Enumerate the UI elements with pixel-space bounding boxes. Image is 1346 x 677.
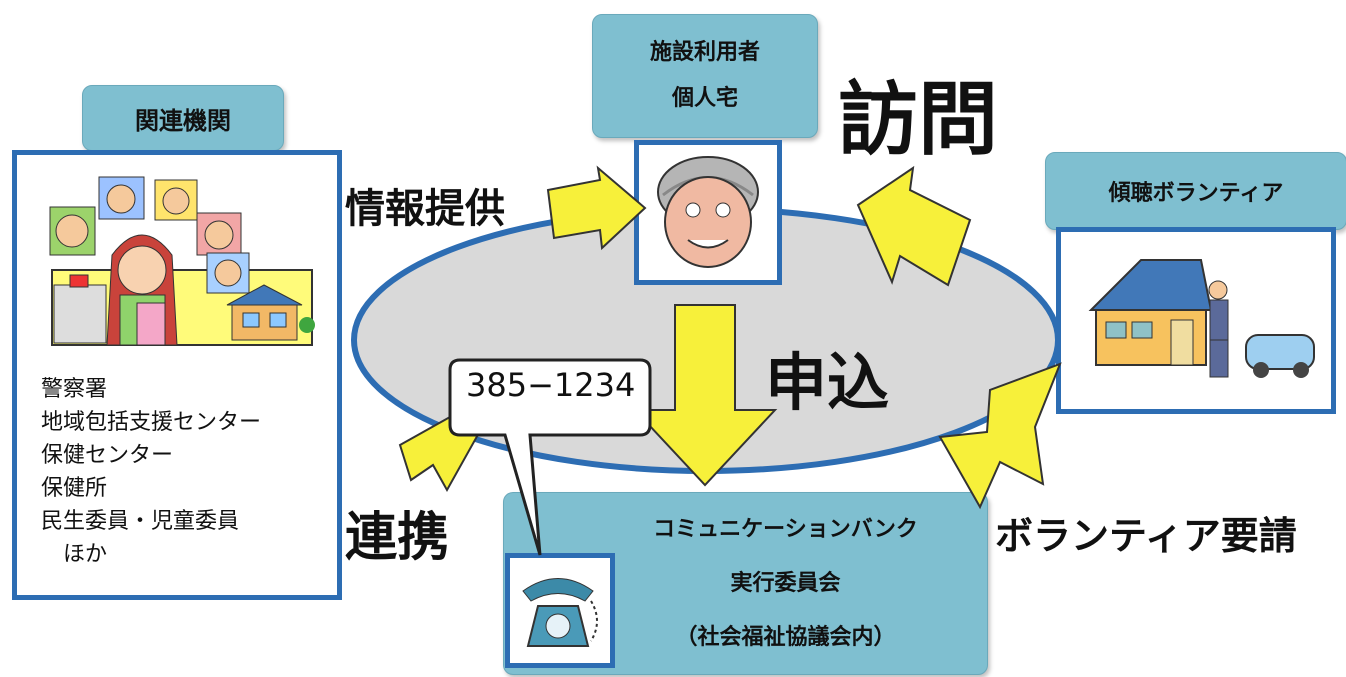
list-item: 民生委員・児童委員 bbox=[41, 509, 240, 534]
related-orgs-title: 関連機関 bbox=[135, 106, 231, 135]
arrow-info bbox=[546, 165, 647, 251]
telephone-icon bbox=[522, 578, 598, 647]
list-item: 保健所 bbox=[41, 476, 108, 501]
related-orgs-panel: 警察署 地域包括支援センター 保健センター 保健所 民生委員・児童委員 ほか bbox=[12, 150, 342, 600]
doctor-group-icon bbox=[49, 176, 315, 346]
info-label: 情報提供 bbox=[345, 186, 505, 232]
list-item: 地域包括支援センター bbox=[41, 410, 262, 435]
arrow-apply bbox=[632, 304, 778, 487]
facility-user-tab: 施設利用者 個人宅 bbox=[592, 14, 818, 138]
telephone-panel bbox=[505, 553, 615, 668]
volunteer-panel bbox=[1056, 227, 1336, 414]
volunteer-tab: 傾聴ボランティア bbox=[1045, 152, 1346, 230]
volunteer-request-label: ボランティア要請 bbox=[995, 514, 1297, 558]
arrow-visit bbox=[856, 165, 972, 287]
facility-user-line1: 施設利用者 bbox=[649, 40, 760, 65]
cooperate-label: 連携 bbox=[345, 508, 450, 568]
bank-line1: コミュニケーションバンク bbox=[653, 516, 918, 542]
list-item: ほか bbox=[41, 542, 108, 567]
arrow-volunteer-request bbox=[938, 362, 1062, 510]
volunteer-title: 傾聴ボランティア bbox=[1108, 181, 1284, 206]
phone-number: 385−1234 bbox=[466, 366, 636, 404]
related-orgs-list: 警察署 地域包括支援センター 保健センター 保健所 民生委員・児童委員 ほか bbox=[41, 373, 261, 571]
phone-bubble bbox=[448, 358, 652, 556]
facility-user-line2: 個人宅 bbox=[671, 86, 738, 111]
elderly-woman-icon bbox=[657, 156, 759, 268]
visit-label: 訪問 bbox=[838, 73, 998, 166]
list-item: 警察署 bbox=[41, 377, 108, 402]
apply-label: 申込 bbox=[765, 346, 890, 419]
list-item: 保健センター bbox=[41, 443, 174, 468]
house-volunteer-icon bbox=[1088, 259, 1315, 378]
elderly-woman-panel bbox=[634, 140, 782, 285]
bank-line2: 実行委員会 bbox=[730, 570, 841, 596]
bank-line3: （社会福祉協議会内） bbox=[675, 624, 896, 650]
related-orgs-tab: 関連機関 bbox=[82, 85, 284, 151]
